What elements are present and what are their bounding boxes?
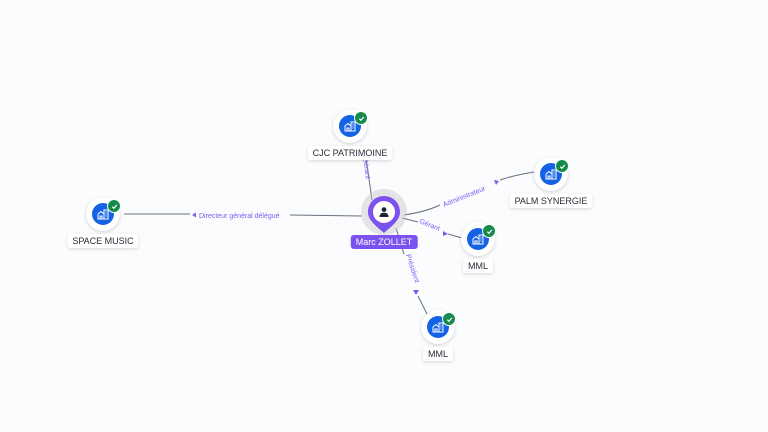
arrow-icon [443, 231, 448, 236]
edge-label-mml-2: Président [404, 253, 420, 283]
company-label: CJC PATRIMOINE [307, 146, 393, 160]
verified-check-icon [442, 312, 456, 326]
company-label: MML [463, 259, 493, 273]
company-label: SPACE MUSIC [67, 234, 139, 248]
edge-label-mml-1: Gérant [418, 218, 441, 233]
arrow-icon [494, 180, 499, 185]
company-label: MML [423, 347, 453, 361]
edge-label-palm: Administrateur [442, 185, 487, 209]
person-label: Marc ZOLLET [350, 235, 418, 249]
verified-check-icon [555, 159, 569, 173]
company-label: PALM SYNERGIE [509, 194, 593, 208]
arrow-icon [413, 290, 419, 295]
arrow-icon [192, 212, 196, 218]
edge-label-space-music: Directeur général délégué [199, 213, 280, 220]
edge-cjc[interactable]: Gérant [361, 157, 373, 201]
edge-label-cjc: Gérant [361, 157, 371, 179]
verified-check-icon [354, 111, 368, 125]
person-icon [379, 207, 389, 217]
verified-check-icon [482, 224, 496, 238]
verified-check-icon [107, 199, 121, 213]
edge-space-music[interactable]: Directeur général délégué [124, 212, 363, 221]
